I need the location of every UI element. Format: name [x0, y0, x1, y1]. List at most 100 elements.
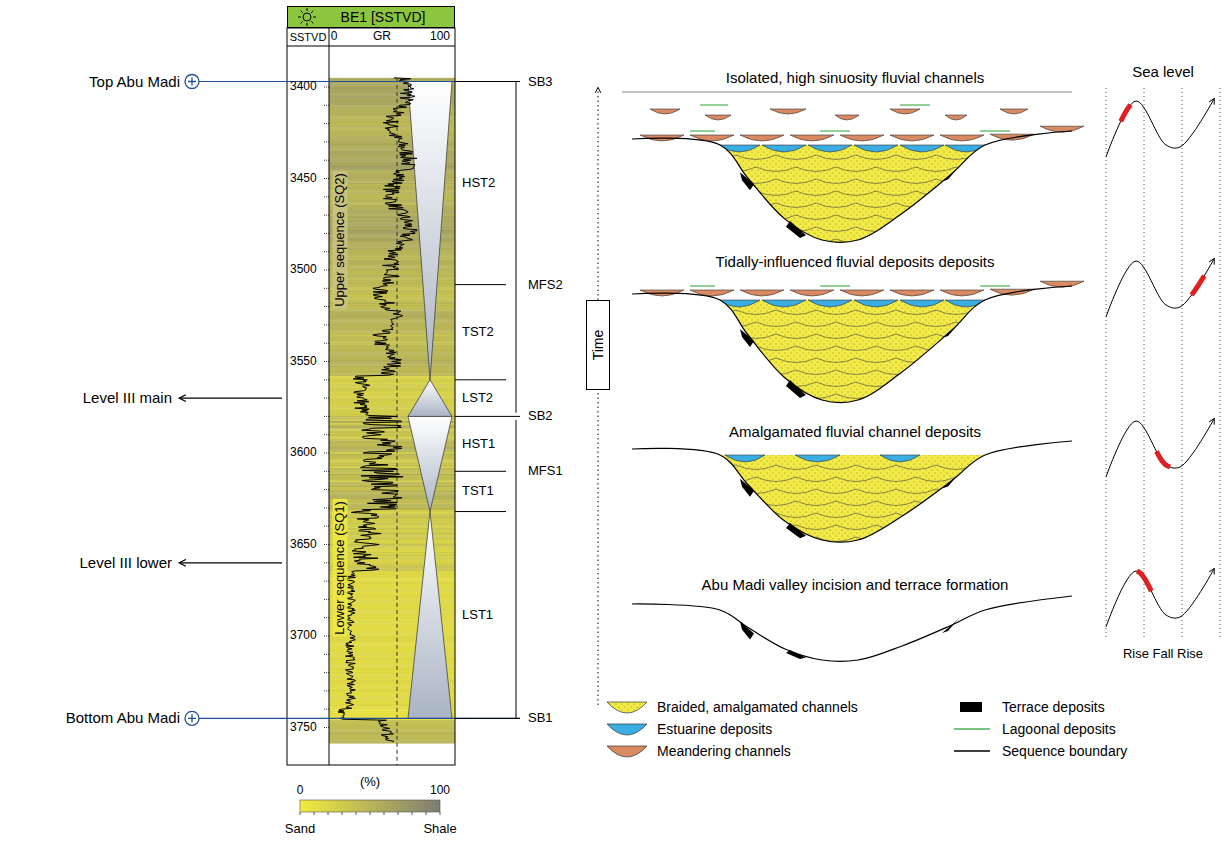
- colorbar-tick: [440, 812, 441, 815]
- channel-lens-line: [916, 191, 956, 196]
- channel-lens-line: [856, 358, 896, 363]
- depth-tick: [324, 489, 329, 490]
- lithology-row: [329, 527, 455, 528]
- estuarine-lens: [900, 145, 944, 152]
- colorbar: [300, 800, 440, 812]
- section-title: Tidally-influenced fluvial deposits depo…: [716, 253, 995, 270]
- lithology-row: [329, 377, 455, 378]
- lithology-row: [329, 512, 455, 513]
- channel-lens-line: [936, 537, 976, 542]
- valley-surface: [632, 441, 1072, 542]
- channel-lens-line: [956, 501, 996, 506]
- lithology-row: [329, 729, 455, 730]
- lithology-row: [329, 347, 455, 348]
- colorbar-label: Sand: [285, 822, 315, 837]
- channel-lens-line: [836, 215, 876, 220]
- channel-lens-line: [816, 310, 856, 315]
- lithology-row: [329, 367, 455, 368]
- lithology-row: [329, 529, 455, 530]
- channel-lens-line: [976, 537, 1016, 542]
- sun-ray: [307, 23, 308, 26]
- depth-tick: [324, 507, 329, 508]
- channel-lens-line: [996, 215, 1036, 220]
- lithology-row: [329, 308, 455, 309]
- channel-lens-line: [816, 406, 856, 411]
- channel-lens-line: [856, 489, 896, 494]
- channel-lens-line: [716, 215, 756, 220]
- axis-label: Rise Fall Rise: [1123, 647, 1203, 662]
- lithology-row: [329, 522, 455, 523]
- sea-level-curve: [1106, 419, 1214, 477]
- channel-lens-line: [756, 501, 796, 506]
- channel-lens-line: [956, 394, 996, 399]
- lithology-row: [329, 720, 455, 721]
- channel-lens-line: [856, 155, 896, 160]
- channel-lens-line: [996, 167, 1036, 172]
- colorbar-tick: [370, 812, 371, 815]
- tract-line: [455, 511, 506, 512]
- colorbar-label: 100: [430, 784, 450, 798]
- estuarine-lens: [808, 145, 852, 152]
- channel-lens-line: [836, 501, 876, 506]
- lagoon-line: [690, 285, 715, 286]
- lithology-row: [329, 556, 455, 557]
- estuarine-lens: [762, 145, 806, 152]
- lithology-row: [329, 379, 455, 380]
- lithology-row: [329, 548, 455, 549]
- channel-lens-line: [916, 215, 956, 220]
- channel-lens-line: [996, 549, 1036, 554]
- depth-tick: [324, 178, 329, 179]
- estuarine-lens: [725, 455, 765, 462]
- depth-tick: [324, 672, 329, 673]
- estuarine-lens: [854, 145, 898, 152]
- lithology-row: [329, 512, 455, 513]
- depth-tick: [324, 562, 329, 563]
- depth-tick: [324, 690, 329, 691]
- terrace: [786, 221, 806, 238]
- lithology-row: [329, 345, 455, 346]
- lithology-row: [329, 545, 455, 546]
- depth-tick: [324, 87, 329, 88]
- lithology-row: [329, 553, 455, 554]
- depth-value: 3700: [290, 629, 317, 643]
- lithology-row: [329, 383, 455, 384]
- sun-icon: [296, 7, 318, 27]
- lagoon-line: [980, 130, 1010, 131]
- colorbar-label: 0: [297, 784, 304, 798]
- channel-lens-line: [816, 537, 856, 542]
- sea-level-grid: [1220, 88, 1221, 640]
- lithology-row: [329, 517, 455, 518]
- channel-lens-line: [936, 227, 976, 232]
- marker-circle: [185, 711, 199, 725]
- depth-tick: [324, 544, 329, 545]
- lithology-row: [329, 387, 455, 388]
- depth-tick: [324, 105, 329, 106]
- channel-lens-line: [916, 239, 956, 244]
- depth-value: 3500: [290, 263, 317, 277]
- lithology-row: [329, 316, 455, 317]
- channel-lens-line: [996, 239, 1036, 244]
- cross-section: [632, 596, 1072, 661]
- channel-lens-line: [876, 346, 916, 351]
- lithology-row: [329, 382, 455, 383]
- lithology-row: [329, 564, 455, 565]
- channel-lens-line: [736, 382, 776, 387]
- channel-lens-line: [856, 227, 896, 232]
- systems-tract-triangles: [408, 82, 452, 719]
- sun-core: [303, 13, 311, 21]
- sun-ray: [301, 11, 303, 13]
- channel-lens-line: [796, 477, 836, 482]
- sea-level-highlight: [1137, 571, 1151, 591]
- valley-surface: [632, 286, 1072, 403]
- time-label: Time: [590, 330, 606, 361]
- lithology-row: [329, 513, 455, 514]
- channel-lens-line: [756, 370, 796, 375]
- channel-lens-line: [956, 239, 996, 244]
- channel-lens-line: [876, 549, 916, 554]
- channel-lens-line: [936, 334, 976, 339]
- legend-text: Estuarine deposits: [657, 721, 772, 737]
- lithology-row: [329, 494, 455, 495]
- channel-lens-line: [916, 394, 956, 399]
- swatch-block: [960, 702, 982, 712]
- lithology-row: [329, 537, 455, 538]
